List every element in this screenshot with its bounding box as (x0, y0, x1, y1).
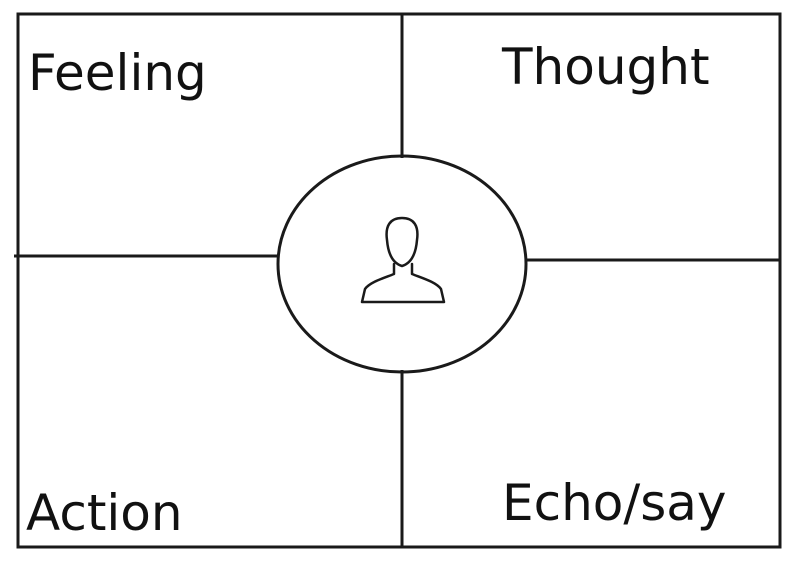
label-action: Action (26, 484, 183, 542)
center-circle (276, 154, 528, 374)
label-echo-say: Echo/say (502, 474, 727, 532)
label-feeling: Feeling (28, 44, 207, 102)
outer-frame (16, 12, 782, 549)
person-icon (360, 216, 446, 304)
label-thought: Thought (501, 38, 710, 96)
